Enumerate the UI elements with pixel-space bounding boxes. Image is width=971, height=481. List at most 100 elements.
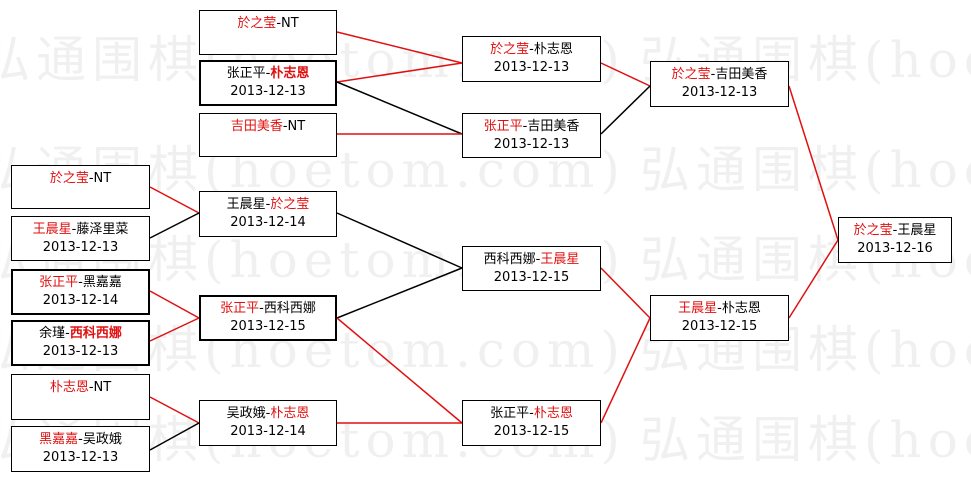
- match-players: 於之莹-NT: [50, 170, 111, 188]
- player-name: -NT: [276, 16, 299, 31]
- player-name: 西科西娜-: [483, 251, 541, 267]
- player-name: 王晨星-: [226, 197, 271, 212]
- player-name: 余瑾-: [39, 326, 70, 341]
- winner-name: 於之莹: [853, 223, 893, 238]
- connector-line: [336, 267, 463, 319]
- player-name: -NT: [88, 171, 112, 186]
- match-players: 张正平-黑嘉嘉: [39, 274, 122, 292]
- match-date: 2013-12-15: [493, 269, 570, 285]
- match-box: 於之莹-朴志恩 2013-12-13: [462, 36, 601, 82]
- winner-name: 於之莹: [49, 171, 89, 186]
- match-players: 王晨星-於之莹: [227, 196, 310, 214]
- match-date: 2013-12-14: [42, 293, 119, 308]
- match-date: 2013-12-14: [230, 215, 306, 230]
- player-name: -王晨星: [892, 223, 937, 238]
- match-players: 於之莹-吉田美香: [672, 66, 768, 84]
- match-date: 2013-12-13: [681, 85, 758, 100]
- connector-line: [600, 85, 651, 135]
- player-name: 张正平-: [226, 66, 271, 81]
- match-players: 吴政娥-朴志恩: [227, 405, 310, 423]
- winner-name: 朴志恩: [270, 66, 310, 81]
- match-players: 於之莹-NT: [237, 15, 298, 33]
- match-players: 张正平-朴志恩: [227, 65, 310, 83]
- connector-line: [600, 62, 651, 87]
- connector-line: [788, 239, 839, 319]
- player-name: -朴志恩: [717, 301, 761, 316]
- match-box: 吉田美香-NT: [199, 113, 337, 157]
- player-name: -藤泽里菜: [71, 221, 129, 237]
- winner-name: 於之莹: [270, 197, 310, 212]
- connector-line: [149, 290, 200, 319]
- match-box: 张正平-黑嘉嘉 2013-12-14: [11, 269, 150, 315]
- final-match-box: 於之莹-王晨星 2013-12-16: [838, 217, 952, 263]
- connector-line: [149, 422, 200, 451]
- match-box: 於之莹-NT: [11, 165, 150, 209]
- player-name: -黑嘉嘉: [78, 275, 122, 290]
- connector-line: [336, 31, 463, 64]
- winner-name: 朴志恩: [49, 380, 89, 395]
- connector-line: [149, 317, 200, 342]
- match-box: 朴志恩-NT: [11, 374, 150, 420]
- match-box: 吴政娥-朴志恩 2013-12-14: [199, 400, 337, 446]
- match-players: 黑嘉嘉-吴政娥: [39, 431, 122, 449]
- winner-name: 於之莹: [490, 42, 530, 57]
- match-players: 於之莹-朴志恩: [490, 41, 573, 59]
- connector-line: [336, 317, 463, 424]
- player-name: -吉田美香: [710, 67, 768, 82]
- match-date: 2013-12-13: [42, 450, 119, 465]
- match-box: 王晨星-藤泽里菜 2013-12-13: [11, 216, 150, 261]
- winner-name: 张正平: [220, 301, 260, 316]
- winner-name: 黑嘉嘉: [39, 432, 79, 447]
- match-box: 黑嘉嘉-吴政娥 2013-12-13: [11, 426, 150, 472]
- player-name: -朴志恩: [529, 42, 573, 57]
- match-box: 於之莹-NT: [199, 10, 337, 55]
- player-name: 吴政娥-: [226, 406, 271, 421]
- match-players: 於之莹-王晨星: [854, 222, 937, 240]
- match-date: 2013-12-14: [230, 424, 306, 439]
- match-date: 2013-12-15: [230, 319, 306, 334]
- match-box: 王晨星-於之莹 2013-12-14: [199, 191, 337, 237]
- player-name: -吉田美香: [522, 118, 580, 134]
- match-players: 西科西娜-王晨星: [484, 251, 580, 269]
- connector-line: [336, 62, 463, 83]
- connector-line: [149, 186, 200, 214]
- winner-name: 吉田美香: [230, 119, 283, 134]
- connector-line: [336, 212, 463, 269]
- connector-line: [600, 267, 651, 319]
- match-box: 张正平-朴志恩 2013-12-15: [462, 400, 601, 446]
- match-date: 2013-12-15: [681, 319, 758, 334]
- match-players: 王晨星-朴志恩: [678, 300, 761, 318]
- connector-line: [600, 317, 651, 424]
- match-box: 张正平-朴志恩 2013-12-13: [199, 60, 337, 106]
- player-name: -西科西娜: [259, 301, 316, 316]
- player-name: -吴政娥: [78, 432, 122, 447]
- player-name: -NT: [282, 119, 306, 134]
- match-box: 王晨星-朴志恩 2013-12-15: [650, 295, 789, 341]
- match-box: 张正平-西科西娜 2013-12-15: [199, 295, 337, 341]
- winner-name: 朴志恩: [270, 406, 310, 421]
- connector-line: [336, 81, 463, 135]
- match-players: 王晨星-藤泽里菜: [33, 221, 129, 239]
- match-players: 张正平-吉田美香: [484, 118, 580, 136]
- match-date: 2013-12-13: [42, 344, 119, 359]
- match-players: 朴志恩-NT: [50, 379, 111, 397]
- winner-name: 王晨星: [32, 221, 72, 237]
- match-date: 2013-12-16: [857, 241, 933, 256]
- connector-line: [149, 396, 200, 424]
- winner-name: 西科西娜: [69, 326, 122, 341]
- match-players: 余瑾-西科西娜: [39, 325, 122, 343]
- match-date: 2013-12-13: [493, 136, 570, 152]
- match-box: 於之莹-吉田美香 2013-12-13: [650, 61, 789, 107]
- connector-line: [788, 85, 839, 241]
- match-players: 吉田美香-NT: [231, 118, 305, 136]
- winner-name: 王晨星: [678, 301, 718, 316]
- winner-name: 张正平: [39, 275, 79, 290]
- match-date: 2013-12-13: [230, 84, 306, 99]
- match-box: 张正平-吉田美香 2013-12-13: [462, 113, 601, 158]
- winner-name: 王晨星: [540, 251, 580, 267]
- match-date: 2013-12-13: [42, 239, 119, 255]
- winner-name: 朴志恩: [533, 406, 573, 421]
- winner-name: 於之莹: [671, 67, 711, 82]
- match-players: 张正平-朴志恩: [490, 405, 573, 423]
